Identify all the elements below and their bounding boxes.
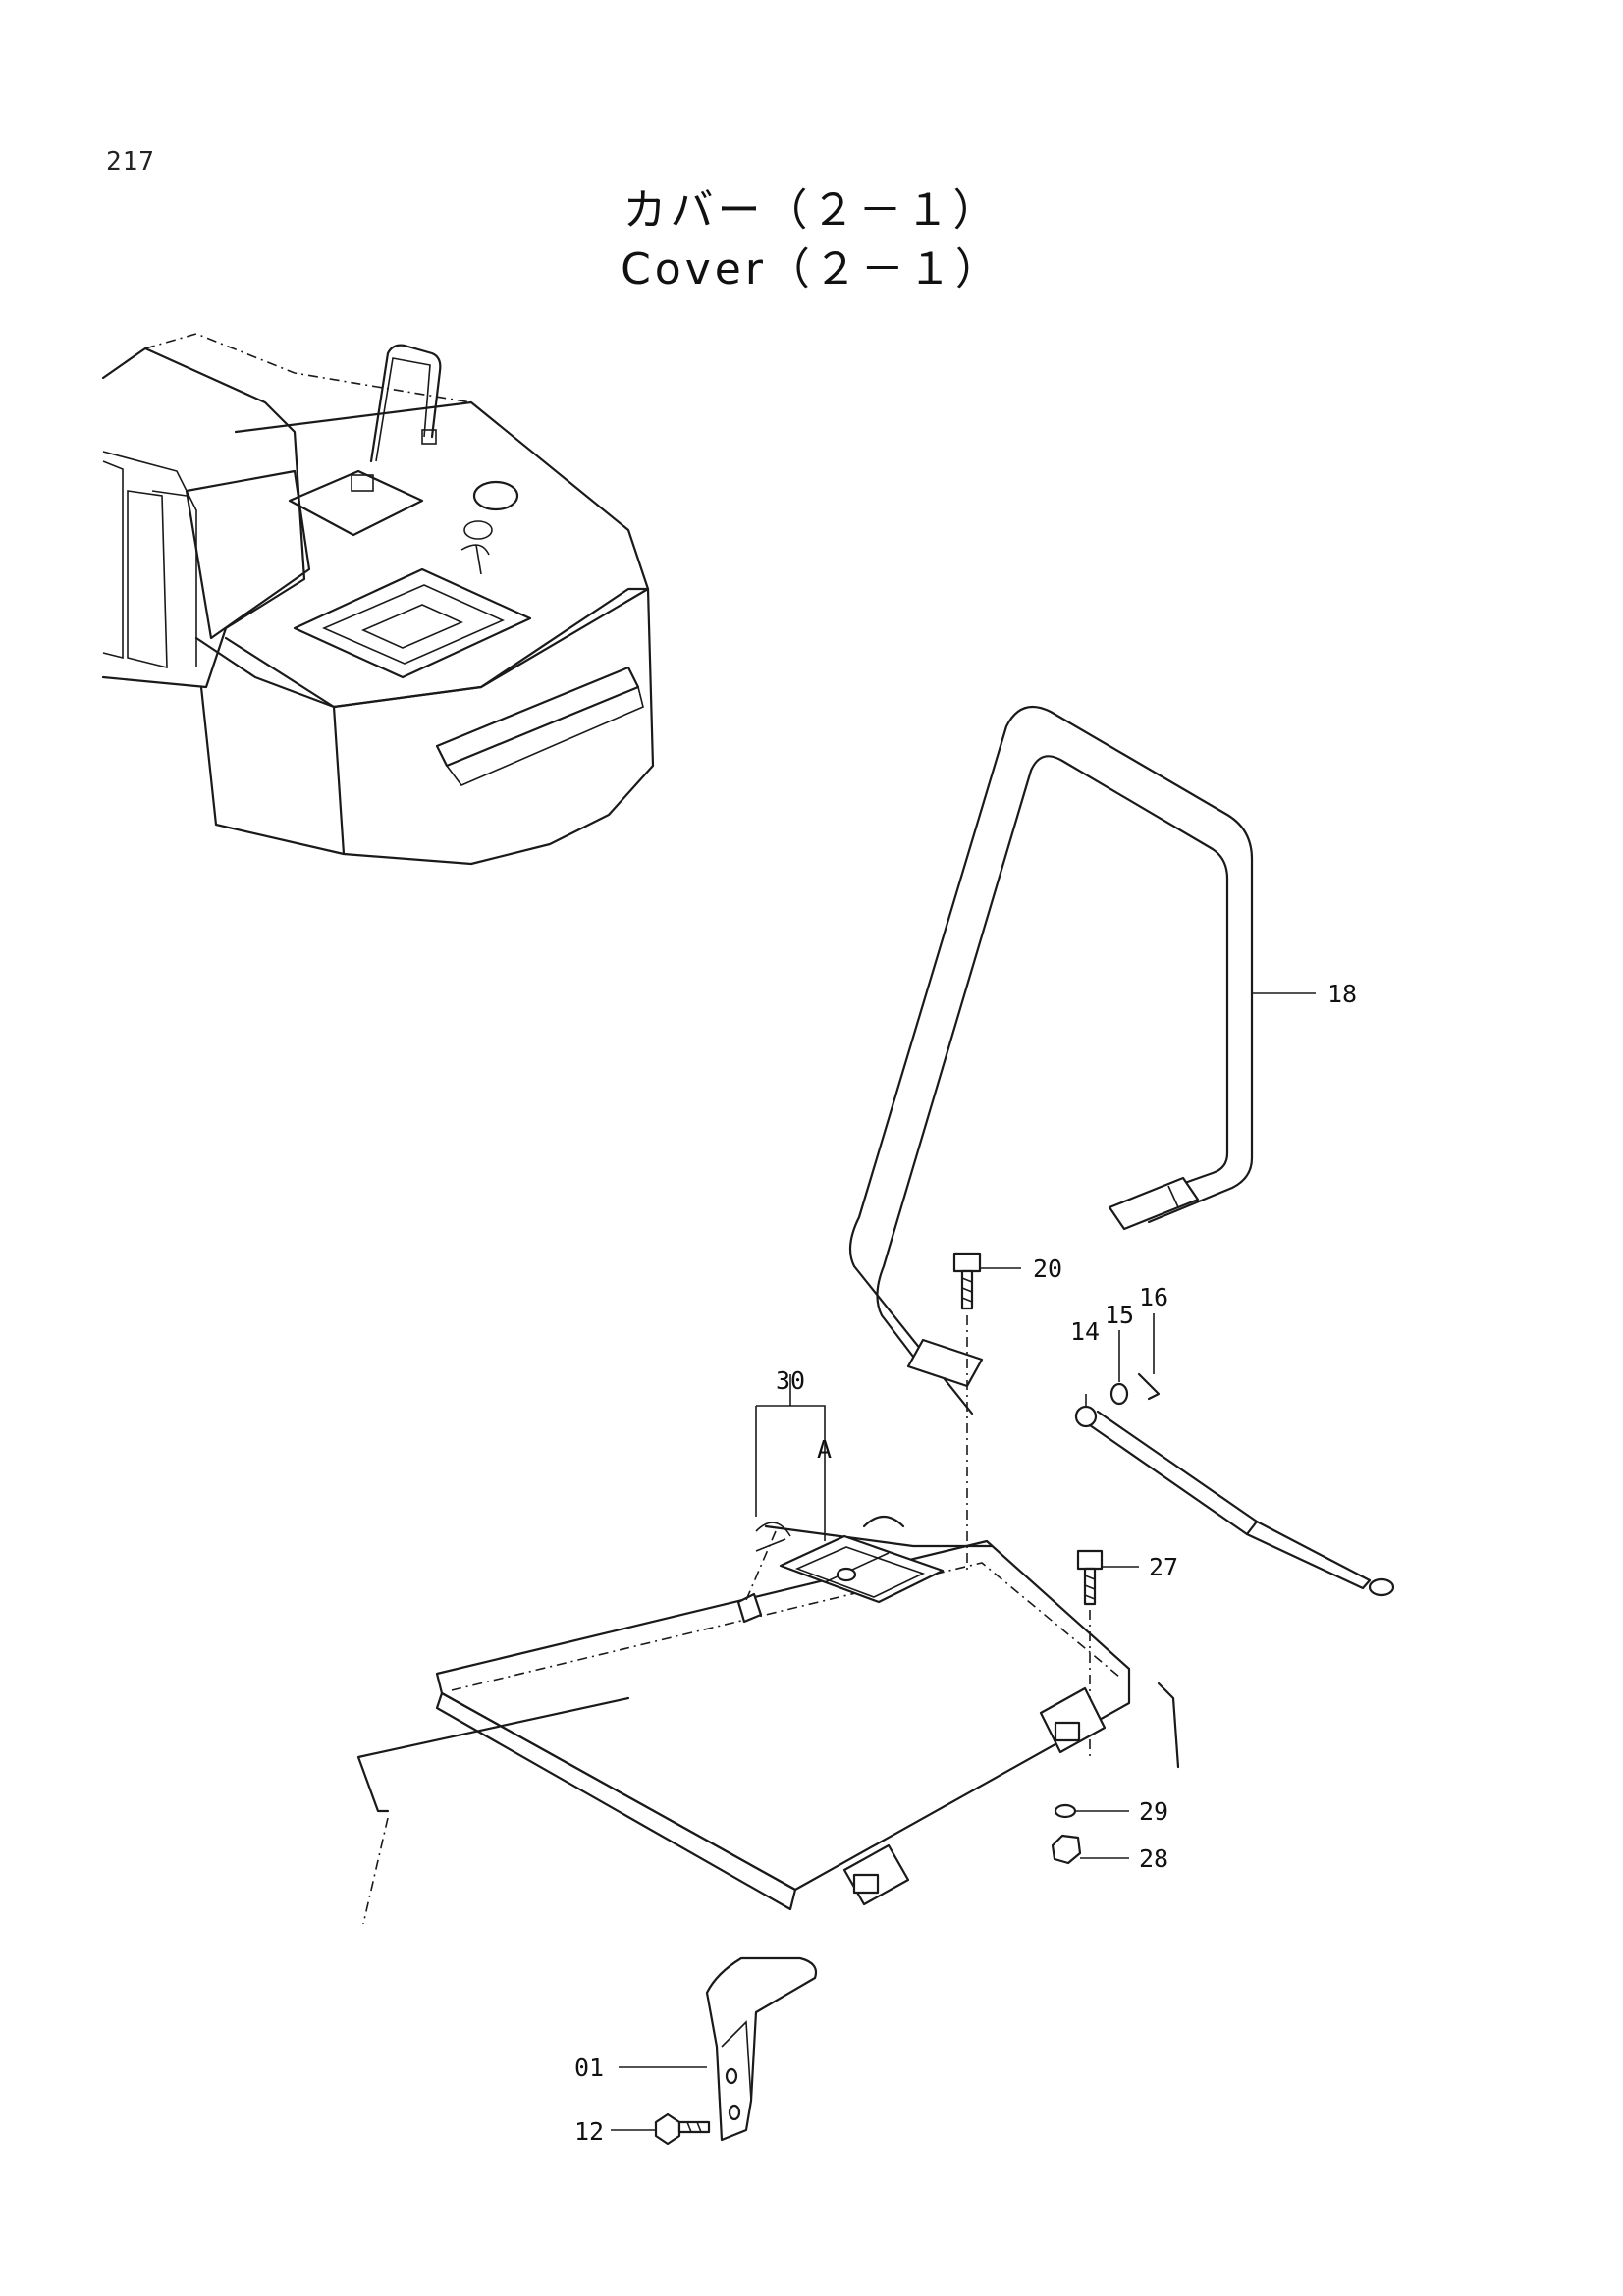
- part-15-washer: [1109, 1330, 1129, 1406]
- page-number: 217: [106, 147, 155, 177]
- page-title-english: Cover（２－１）: [621, 244, 1002, 294]
- part-20-bolt: [952, 1252, 1021, 1575]
- callout-20: 20: [1033, 1255, 1062, 1283]
- part-16-pin: [1137, 1313, 1161, 1401]
- engine-cover-plate: [356, 1515, 1180, 1925]
- callout-12: 12: [574, 2117, 604, 2146]
- excavator-overview-illustration: [101, 333, 655, 866]
- callout-A: A: [817, 1435, 832, 1464]
- page-title-japanese: カバー（２－１）: [622, 186, 1001, 236]
- callout-01: 01: [574, 2054, 604, 2082]
- callout-28: 28: [1139, 1844, 1168, 1873]
- callout-14: 14: [1070, 1317, 1100, 1346]
- callout-27: 27: [1149, 1553, 1178, 1581]
- part-18-handrail: [848, 705, 1316, 1415]
- part-28-nut: [1051, 1834, 1129, 1865]
- part-30-latch-assembly: [745, 1374, 826, 1601]
- callout-30: 30: [776, 1366, 805, 1395]
- callout-29: 29: [1139, 1797, 1168, 1826]
- part-12-bolt: [611, 2112, 711, 2146]
- part-14-gas-spring: [1074, 1394, 1395, 1597]
- part-01-bracket: [619, 1956, 818, 2142]
- callout-16: 16: [1139, 1283, 1168, 1311]
- callout-15: 15: [1105, 1301, 1134, 1329]
- callout-18: 18: [1327, 980, 1357, 1008]
- part-29-washer: [1054, 1803, 1129, 1819]
